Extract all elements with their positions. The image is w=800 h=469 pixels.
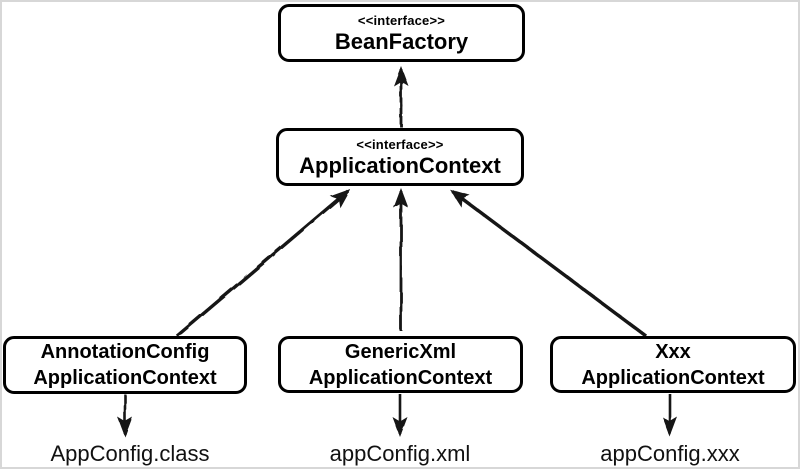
annotationconfig-name-line2: ApplicationContext: [33, 367, 217, 389]
genericxml-name-line2: ApplicationContext: [308, 366, 493, 389]
genericxml-name-line1: GenericXml: [344, 340, 457, 363]
arrow-xxx-to-applicationcontext: [449, 189, 648, 338]
applicationcontext-stereotype: <<interface>>: [356, 136, 444, 152]
file-label-appconfig-class: AppConfig.class: [50, 441, 210, 466]
arrow-annotationconfig-to-applicationcontext: [175, 189, 351, 338]
annotationconfig-name-line1: AnnotationConfig: [40, 341, 210, 363]
file-label-appconfig-xml: appConfig.xml: [329, 441, 471, 466]
node-genericxml-applicationcontext: GenericXml ApplicationContext: [278, 336, 523, 393]
xxx-name-line2: ApplicationContext: [581, 366, 765, 389]
node-xxx-applicationcontext: Xxx ApplicationContext: [550, 336, 796, 393]
beanfactory-name: BeanFactory: [334, 28, 469, 54]
node-beanfactory: <<interface>> BeanFactory: [278, 4, 525, 62]
node-annotationconfig-applicationcontext: AnnotationConfig ApplicationContext: [3, 336, 247, 394]
applicationcontext-name: ApplicationContext: [299, 152, 501, 178]
beanfactory-stereotype: <<interface>>: [357, 12, 446, 28]
node-applicationcontext: <<interface>> ApplicationContext: [276, 128, 524, 186]
file-label-appconfig-xxx: appConfig.xxx: [600, 441, 740, 466]
xxx-name-line1: Xxx: [655, 340, 691, 363]
